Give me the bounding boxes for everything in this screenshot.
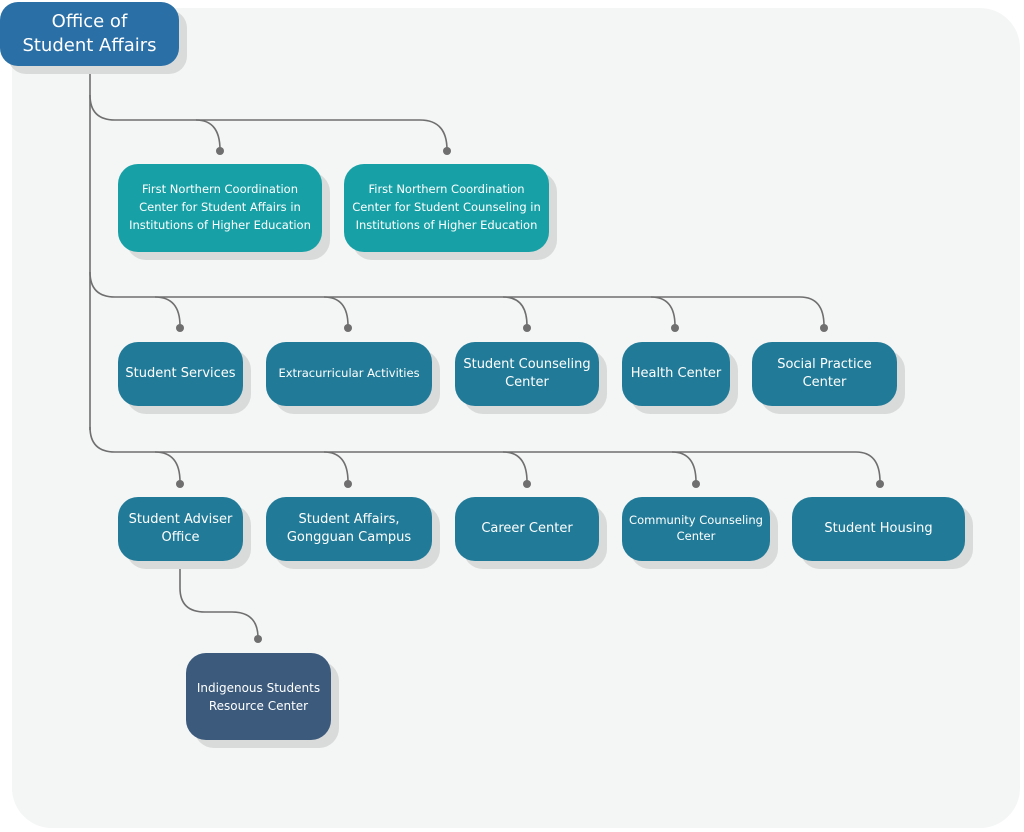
node-label: Office of Student Affairs (22, 10, 157, 56)
node-label: Community Counseling Center (629, 513, 763, 543)
node-label: Health Center (630, 366, 722, 382)
health-center-node[interactable]: Health Center (622, 342, 730, 406)
node-label: First Northern Coordination Center for S… (352, 182, 541, 232)
connector-row-3 (89, 426, 881, 483)
coordination-center-student-affairs-node[interactable]: First Northern Coordination Center for S… (118, 164, 322, 252)
node-label: Student Services (125, 366, 236, 382)
community-counseling-center-node[interactable]: Community Counseling Center (622, 497, 770, 561)
connector-adviser (154, 451, 181, 483)
coordination-center-student-counseling-node[interactable]: First Northern Coordination Center for S… (344, 164, 549, 252)
node-label: Career Center (481, 521, 573, 537)
connector-health (650, 296, 676, 327)
student-counseling-center-node[interactable]: Student Counseling Center (455, 342, 599, 406)
extracurricular-activities-node[interactable]: Extracurricular Activities (266, 342, 432, 406)
connector-gongguan (323, 451, 349, 483)
connector-coord-1 (195, 119, 221, 151)
social-practice-center-node[interactable]: Social Practice Center (752, 342, 897, 406)
indigenous-students-resource-center-node[interactable]: Indigenous Students Resource Center (186, 653, 331, 740)
connector-indigenous (179, 562, 259, 639)
node-label: Indigenous Students Resource Center (196, 680, 321, 713)
office-of-student-affairs-node[interactable]: Office of Student Affairs (0, 2, 179, 66)
node-label: Student Affairs, Gongguan Campus (286, 512, 412, 545)
connector-counseling (502, 296, 528, 327)
node-label: Student Adviser Office (128, 512, 233, 545)
career-center-node[interactable]: Career Center (455, 497, 599, 561)
node-label: Social Practice Center (777, 357, 872, 390)
student-adviser-office-node[interactable]: Student Adviser Office (118, 497, 243, 561)
node-label: First Northern Coordination Center for S… (129, 182, 311, 232)
connector-services (154, 296, 181, 327)
connector-career (502, 451, 528, 483)
chart-background (12, 8, 1020, 828)
node-label: Student Counseling Center (463, 357, 591, 390)
node-label: Student Housing (824, 521, 933, 537)
student-housing-node[interactable]: Student Housing (792, 497, 965, 561)
node-label: Extracurricular Activities (278, 366, 420, 381)
connector-row-2 (89, 271, 825, 327)
connector-row-1 (89, 94, 448, 151)
connector-activities (323, 296, 349, 327)
student-affairs-gongguan-campus-node[interactable]: Student Affairs, Gongguan Campus (266, 497, 432, 561)
student-services-node[interactable]: Student Services (118, 342, 243, 406)
connector-community (671, 451, 697, 483)
